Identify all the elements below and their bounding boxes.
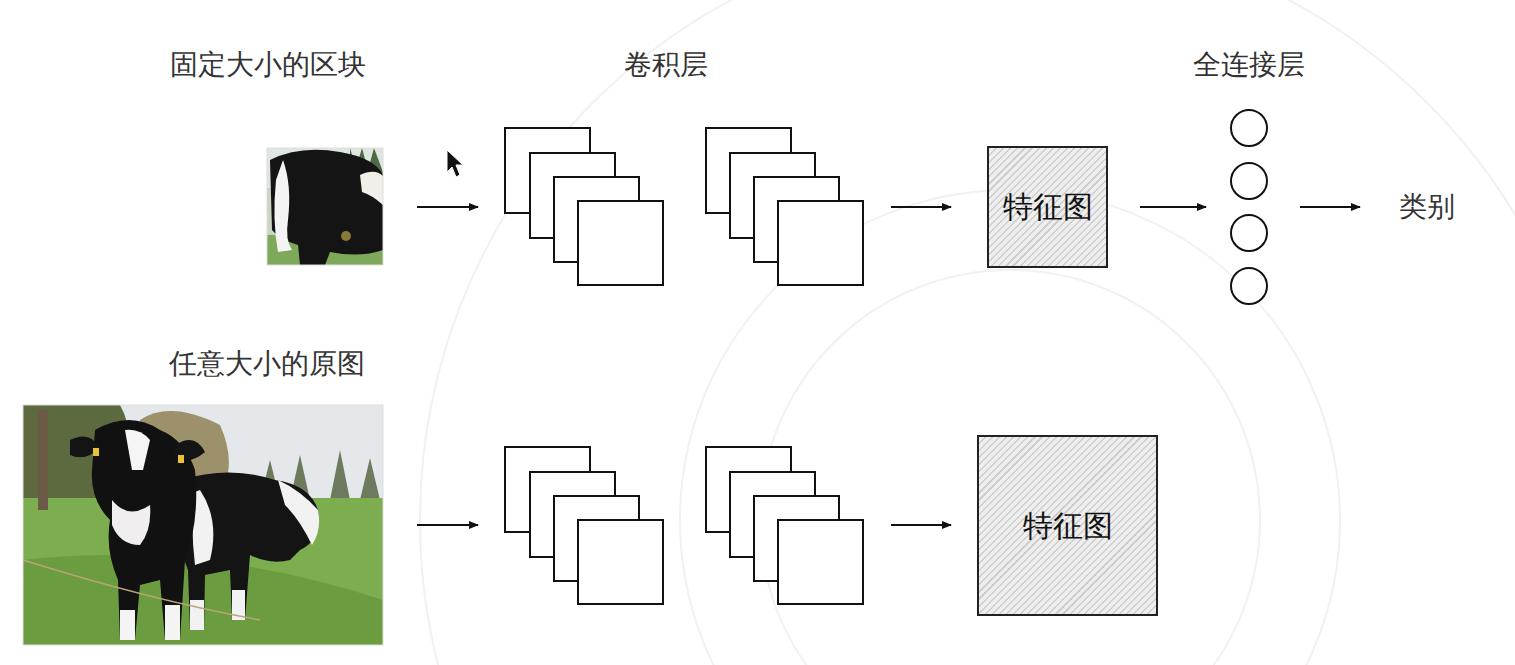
drawing-part xyxy=(341,231,351,241)
drawing-part xyxy=(417,524,478,526)
drawing-part xyxy=(360,172,383,205)
drawing-part xyxy=(778,201,863,285)
image-frame xyxy=(267,148,383,265)
background-arcs xyxy=(420,0,1515,665)
drawing-part xyxy=(23,560,260,620)
drawing-part xyxy=(1140,206,1206,208)
feature-map-box: 特征图 xyxy=(987,146,1108,268)
cow-patch-image xyxy=(267,148,383,265)
drawing-part xyxy=(177,473,318,631)
drawing-part xyxy=(278,480,319,545)
drawing-part xyxy=(178,455,184,463)
drawing-part xyxy=(38,410,48,510)
drawing-part xyxy=(270,150,383,265)
layer-title: 卷积层 xyxy=(624,48,708,82)
section-title: 固定大小的区块 xyxy=(170,48,366,82)
box-label: 特征图 xyxy=(1021,508,1115,544)
drawing-part xyxy=(420,0,1515,665)
drawing-part xyxy=(1231,215,1267,251)
drawing-part xyxy=(891,206,951,208)
image-frame xyxy=(23,405,383,645)
drawing-part xyxy=(1300,206,1360,208)
drawing-part xyxy=(778,520,863,604)
drawing-part xyxy=(1231,163,1267,199)
section-title: 任意大小的原图 xyxy=(169,347,365,381)
drawing-part xyxy=(1231,268,1267,304)
drawing-part xyxy=(112,500,150,545)
box-label: 特征图 xyxy=(1001,189,1095,225)
drawing-part xyxy=(120,605,180,640)
output-label: 类别 xyxy=(1399,190,1455,224)
feature-map-box: 特征图 xyxy=(977,435,1158,616)
two-cows-image xyxy=(23,405,383,645)
drawing-part xyxy=(70,436,205,460)
layer-title: 全连接层 xyxy=(1193,48,1305,82)
mouse-cursor xyxy=(447,150,463,177)
drawing-part xyxy=(1231,110,1267,146)
drawing-part xyxy=(125,430,150,470)
drawing-part xyxy=(190,590,245,630)
drawing-part xyxy=(23,405,383,645)
drawing-part xyxy=(93,448,99,456)
drawing-part xyxy=(267,148,383,265)
conv-layer-stacks xyxy=(505,128,863,604)
drawing-part xyxy=(760,270,1260,665)
drawing-part xyxy=(891,524,951,526)
drawing-part xyxy=(578,201,663,285)
fc-neurons xyxy=(1231,110,1267,304)
drawing-part xyxy=(417,206,478,208)
drawing-part xyxy=(274,160,292,252)
drawing-part xyxy=(578,520,663,604)
